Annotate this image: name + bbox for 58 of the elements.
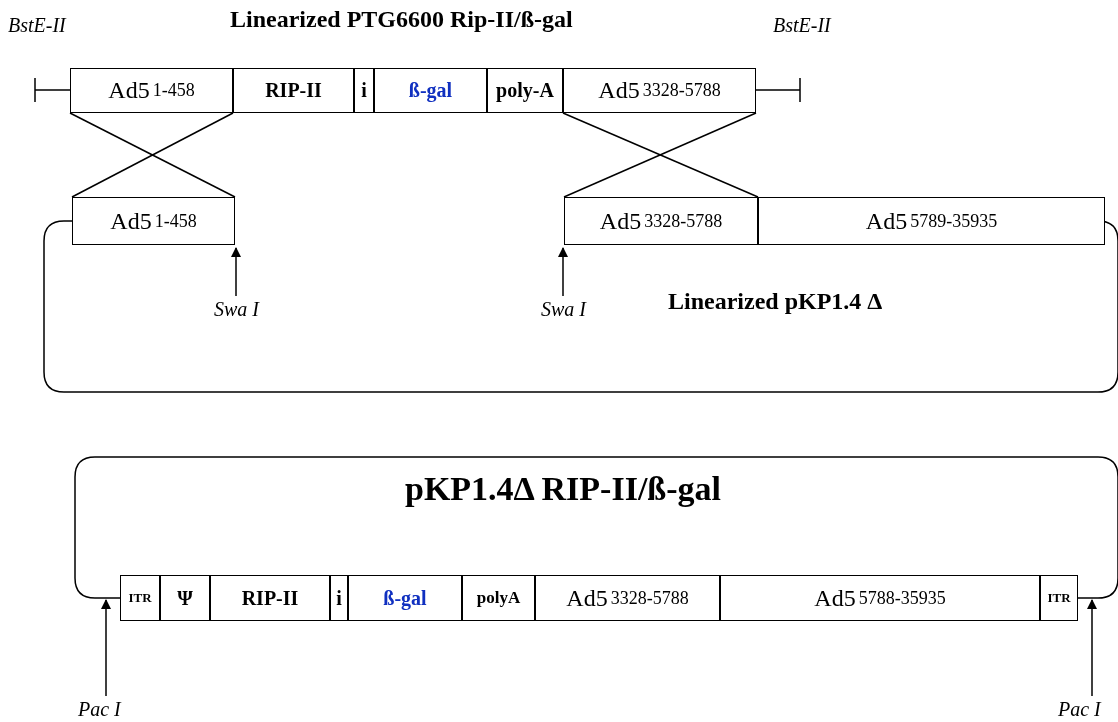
gene-segment-box	[70, 68, 233, 113]
restriction-site-label: Pac I	[78, 698, 121, 721]
restriction-site-label: Swa I	[214, 298, 259, 321]
segment-range: 5788-35935	[858, 587, 946, 609]
segment-label: Ad5	[598, 77, 640, 104]
segment-range: 3328-5788	[642, 80, 721, 101]
segment-label: ITR	[128, 590, 152, 606]
gene-segment-box	[348, 575, 462, 621]
arrow	[1086, 598, 1098, 697]
gene-segment-box	[354, 68, 374, 113]
gene-segment-box	[563, 68, 756, 113]
restriction-site-label: Pac I	[1058, 698, 1101, 721]
construct-heading: Linearized pKP1.4 Δ	[668, 288, 883, 315]
segment-label: Ψ	[177, 586, 193, 610]
segment-label: i	[361, 79, 367, 102]
segment-label: RIP-II	[265, 79, 322, 102]
arrow	[100, 598, 112, 697]
segment-label: Ad5	[110, 207, 152, 235]
restriction-site-label: BstE-II	[8, 14, 66, 37]
gene-segment-box	[160, 575, 210, 621]
gene-segment-box	[758, 197, 1105, 245]
segment-label: Ad5	[108, 77, 150, 104]
segment-label: RIP-II	[241, 586, 299, 610]
gene-segment-box	[233, 68, 354, 113]
construct-heading: Linearized PTG6600 Rip-II/ß-gal	[230, 6, 573, 33]
segment-label: i	[336, 586, 342, 610]
restriction-site-label: BstE-II	[773, 14, 831, 37]
gene-segment-box	[330, 575, 348, 621]
segment-label: Ad5	[865, 207, 908, 235]
gene-segment-box	[72, 197, 235, 245]
restriction-site-label: Swa I	[541, 298, 586, 321]
plasmid-backbone-line	[74, 456, 1118, 599]
gene-segment-box	[1040, 575, 1078, 621]
construct-heading: pKP1.4Δ RIP-II/ß-gal	[405, 470, 722, 508]
gene-segment-box	[462, 575, 535, 621]
gene-segment-box	[720, 575, 1040, 621]
segment-label: ITR	[1047, 590, 1071, 606]
segment-label: ß-gal	[408, 79, 453, 102]
gene-segment-box	[120, 575, 160, 621]
arrow	[557, 246, 569, 297]
gene-segment-box	[535, 575, 720, 621]
segment-range: 3328-5788	[610, 587, 689, 609]
segment-label: polyA	[476, 588, 521, 608]
segment-label: poly-A	[496, 79, 554, 102]
gene-segment-box	[374, 68, 487, 113]
segment-range: 5789-35935	[910, 210, 998, 232]
segment-label: Ad5	[814, 584, 856, 612]
plasmid-backbone-line	[43, 220, 1118, 393]
gene-segment-box	[564, 197, 758, 245]
segment-range: 1-458	[152, 80, 195, 101]
segment-label: ß-gal	[383, 586, 427, 610]
gene-segment-box	[210, 575, 330, 621]
segment-range: 1-458	[154, 210, 197, 232]
segment-label: Ad5	[599, 207, 642, 235]
segment-label: Ad5	[566, 584, 608, 612]
gene-segment-box	[487, 68, 563, 113]
arrow	[230, 246, 242, 297]
segment-range: 3328-5788	[644, 210, 723, 232]
